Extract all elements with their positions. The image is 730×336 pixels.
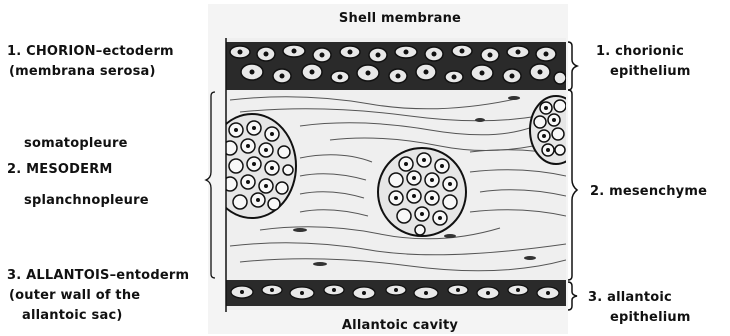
somatopleure-label: somatopleure: [24, 136, 128, 152]
allantoic-label: 3. allantoic: [588, 290, 672, 306]
allantoic-cavity-label: Allantoic cavity: [300, 318, 500, 334]
chorionic-epithelium-label: epithelium: [610, 64, 691, 80]
allantoic-epithelium-band: [226, 280, 566, 306]
membrana-serosa-label: (membrana serosa): [9, 64, 156, 80]
allantoic-sac-label: allantoic sac): [22, 308, 123, 324]
right-brace-chorionic-epithelium: [568, 42, 577, 90]
splanchnopleure-label: splanchnopleure: [24, 193, 149, 209]
right-brace-mesenchyme: [568, 90, 577, 280]
chorionic-label: 1. chorionic: [596, 44, 684, 60]
right-brace-allantoic-epithelium: [568, 282, 577, 310]
allantois-entoderm-label: 3. ALLANTOIS–entoderm: [7, 268, 189, 284]
shell-membrane-label: Shell membrane: [300, 11, 500, 27]
chorion-ectoderm-label: 1. CHORION–ectoderm: [7, 44, 174, 60]
outer-wall-label: (outer wall of the: [9, 288, 140, 304]
right-cell-cluster: [530, 96, 582, 164]
mesoderm-label: 2. MESODERM: [7, 162, 113, 178]
allantoic-epithelium-label: epithelium: [610, 310, 691, 326]
chorionic-epithelium-band: [226, 42, 566, 90]
central-cell-cluster: [378, 148, 466, 236]
mesenchyme-label: 2. mesenchyme: [590, 184, 707, 200]
